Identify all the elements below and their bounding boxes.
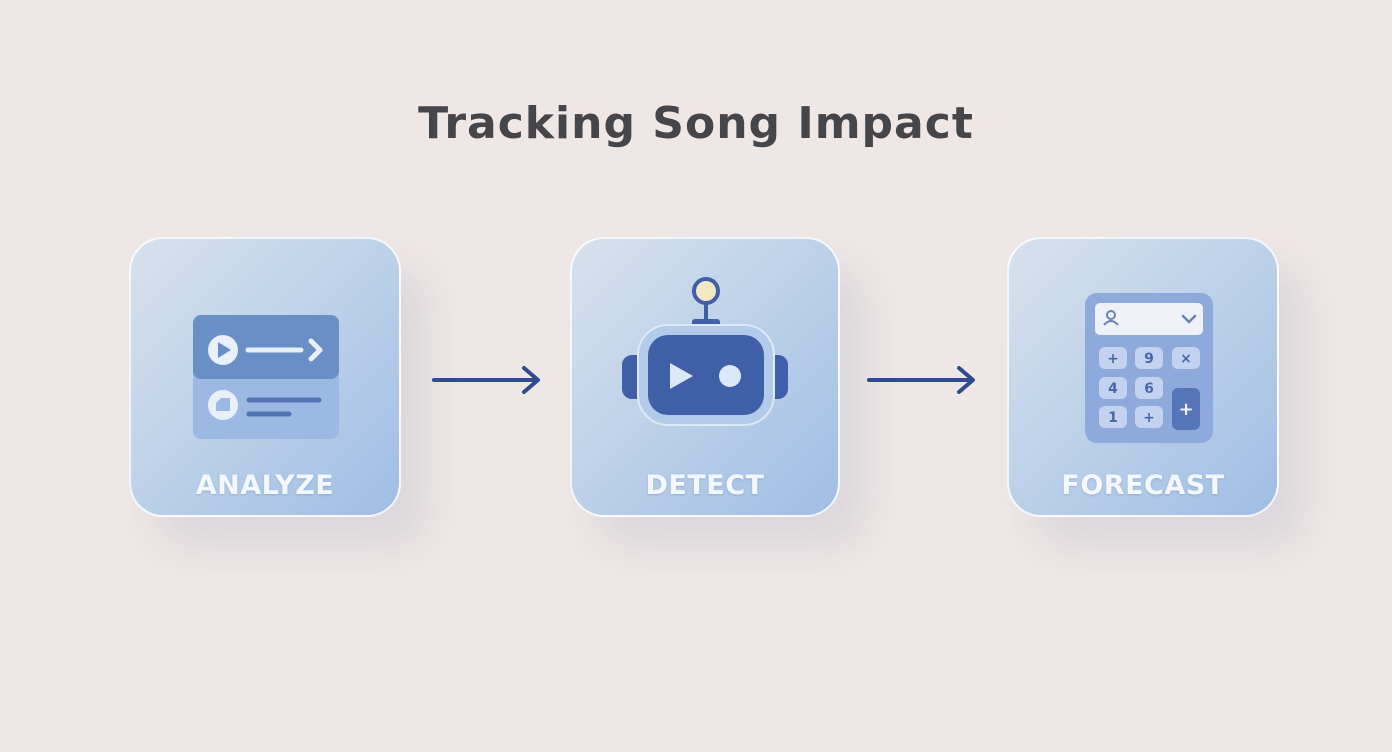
calculator-icon: + 9 × 4 6 1 + + (1085, 293, 1213, 443)
analyze-card: ANALYZE (129, 237, 401, 517)
media-player-icon (193, 315, 339, 439)
arrow-right-icon (432, 366, 540, 394)
calc-key: 6 (1144, 381, 1154, 397)
page-title: Tracking Song Impact (418, 98, 974, 149)
calc-key: + (1178, 399, 1193, 420)
calc-key: + (1107, 351, 1119, 367)
robot-icon (622, 277, 788, 426)
arrow-right-icon (867, 366, 975, 394)
calc-key: 4 (1108, 381, 1118, 397)
calc-key: 9 (1144, 351, 1154, 367)
forecast-label: FORECAST (1061, 470, 1225, 501)
calc-key: 1 (1108, 410, 1118, 426)
analyze-label: ANALYZE (195, 470, 335, 501)
detect-label: DETECT (645, 470, 765, 501)
calc-key: × (1180, 351, 1192, 367)
calc-key: + (1143, 410, 1155, 426)
detect-card: DETECT (570, 237, 840, 517)
forecast-card: + 9 × 4 6 1 + + FORECAST (1007, 237, 1279, 517)
